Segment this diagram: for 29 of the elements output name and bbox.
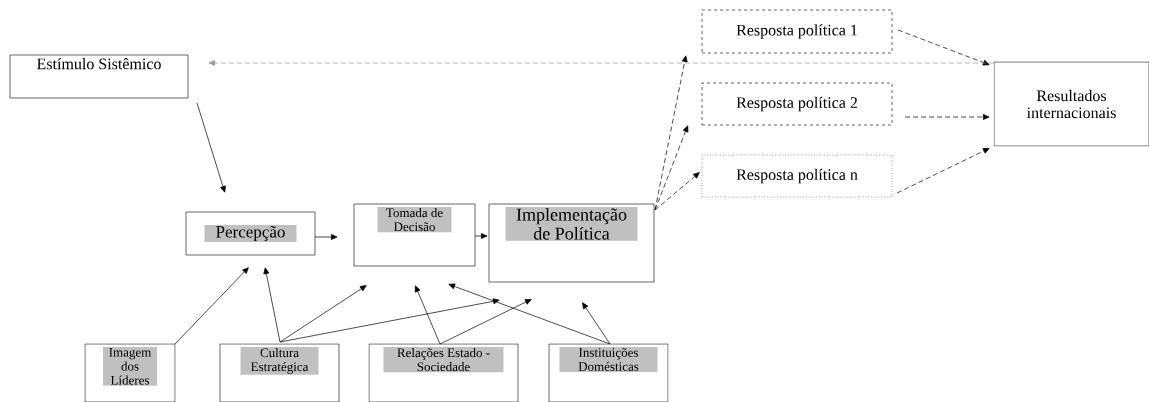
arrow: [904, 114, 990, 120]
response-box: Resposta política 1: [701, 9, 893, 54]
arrow: [474, 233, 488, 239]
arrow: [439, 299, 532, 345]
arrow: [448, 283, 611, 345]
arrow: [897, 29, 990, 66]
arrow: [196, 102, 226, 193]
arrow: [654, 172, 700, 211]
arrow: [279, 298, 500, 343]
process-box: Percepção: [185, 211, 316, 256]
response-box: Resposta política n: [701, 154, 893, 198]
factor-box: Imagem dos Líderes: [84, 343, 176, 402]
arrow: [208, 60, 995, 66]
factor-box: Cultura Estratégica: [219, 343, 340, 402]
arrow: [263, 267, 281, 343]
arrow: [896, 148, 990, 194]
process-box: Tomada de Decisão: [353, 203, 476, 267]
arrow: [174, 267, 249, 345]
factor-box: Instituições Domésticas: [548, 343, 669, 402]
arrow: [414, 285, 441, 345]
factor-box: Relações Estado - Sociedade: [368, 343, 519, 402]
process-box: Implementação de Política: [488, 203, 655, 283]
arrow: [654, 125, 689, 211]
stimulus-box: Estímulo Sistêmico: [9, 54, 189, 99]
arrow: [582, 302, 611, 345]
response-box: Resposta política 2: [701, 82, 893, 126]
outcome-box: Resultados internacionais: [993, 61, 1149, 147]
arrow: [279, 285, 367, 343]
arrow: [314, 234, 338, 240]
